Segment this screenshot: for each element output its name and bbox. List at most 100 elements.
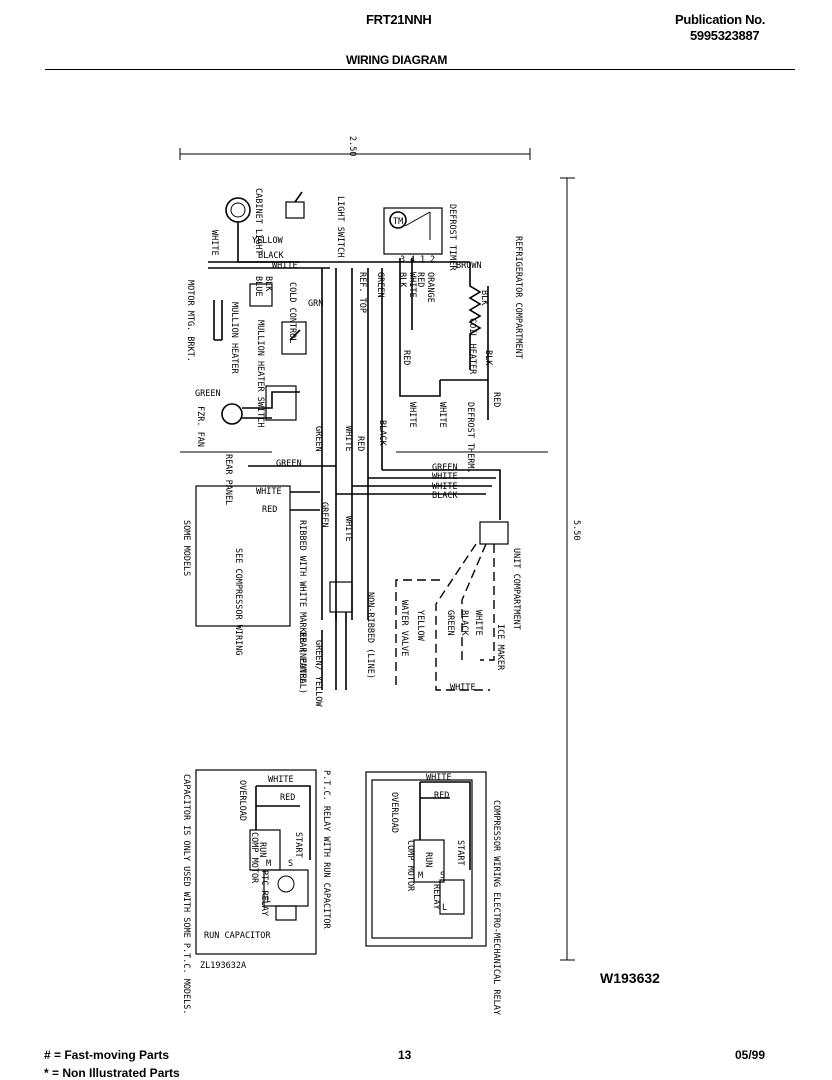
- emr-relay-box: COMPRESSOR WIRING ELECTRO-MECHANICAL REL…: [365, 771, 501, 1015]
- svg-text:S: S: [440, 871, 445, 881]
- svg-text:GREEN: GREEN: [432, 463, 458, 473]
- svg-text:3: 3: [400, 255, 405, 265]
- svg-text:WATER VALVE: WATER VALVE: [399, 600, 409, 656]
- svg-text:P.T.C. RELAY WITH RUN CAPACITO: P.T.C. RELAY WITH RUN CAPACITOR: [321, 770, 331, 930]
- svg-text:RUN: RUN: [423, 852, 433, 867]
- refrigerator-compartment-label: REFRIGERATOR COMPARTMENT: [513, 236, 523, 359]
- svg-text:M: M: [418, 871, 423, 881]
- svg-text:WHITE: WHITE: [432, 482, 458, 492]
- legend-non-illustrated: * = Non Illustrated Parts: [44, 1066, 180, 1080]
- ice-maker-circuit: [395, 543, 495, 691]
- svg-text:LIGHT SWITCH: LIGHT SWITCH: [335, 196, 345, 257]
- power-connector: [329, 581, 353, 613]
- wire-label-brown: BROWN: [456, 261, 482, 271]
- svg-text:PTC RELAY: PTC RELAY: [259, 870, 269, 916]
- svg-text:RUN: RUN: [257, 842, 267, 857]
- svg-text:CABINET LIGHT: CABINET LIGHT: [253, 188, 263, 255]
- publication-number: 5995323887: [690, 28, 760, 43]
- svg-text:L: L: [266, 895, 271, 905]
- svg-text:GREEN: GREEN: [375, 272, 385, 298]
- svg-text:FZR. FAN: FZR. FAN: [195, 406, 205, 447]
- svg-text:WHITE: WHITE: [437, 402, 447, 428]
- svg-text:BLACK: BLACK: [432, 491, 458, 501]
- svg-text:RED: RED: [401, 350, 411, 365]
- svg-text:WHITE: WHITE: [473, 610, 483, 636]
- svg-text:BLUE: BLUE: [253, 276, 263, 296]
- svg-text:RED: RED: [262, 505, 277, 515]
- header-rule: [45, 69, 795, 70]
- defrost-thermostat: DEFROST THERM. WHITE WHITE: [399, 370, 488, 474]
- svg-text:OVERLOAD: OVERLOAD: [389, 792, 399, 833]
- svg-text:COLD CONTROL: COLD CONTROL: [287, 282, 297, 343]
- svg-text:DEFROST THERM.: DEFROST THERM.: [465, 402, 475, 474]
- svg-text:WHITE: WHITE: [407, 272, 417, 298]
- svg-text:OVERLOAD: OVERLOAD: [237, 780, 247, 821]
- rear-panel-ground: REAR PANEL GREEN: [223, 454, 336, 505]
- svg-text:BLACK: BLACK: [377, 420, 387, 446]
- svg-text:RUN CAPACITOR: RUN CAPACITOR: [204, 931, 271, 941]
- ptc-relay-box: P.T.C. RELAY WITH RUN CAPACITOR WHITE RE…: [181, 769, 331, 1015]
- unit-wires: [336, 469, 501, 520]
- svg-text:WHITE: WHITE: [343, 516, 353, 542]
- svg-text:2.50: 2.50: [347, 136, 357, 156]
- light-switch: LIGHT SWITCH YELLOW: [252, 191, 345, 257]
- svg-text:RELAY: RELAY: [431, 884, 441, 910]
- svg-text:SEE COMPRESSOR WIRING: SEE COMPRESSOR WIRING: [233, 548, 243, 655]
- mullion-heater: MULLION HEATER MOTOR MTG. BRKT.: [185, 280, 239, 375]
- model-number: FRT21NNH: [366, 12, 432, 27]
- unit-compartment-label: UNIT COMPARTMENT: [511, 548, 521, 630]
- svg-text:MULLION HEATER SWITCH: MULLION HEATER SWITCH: [255, 320, 265, 427]
- svg-text:GREEN: GREEN: [276, 459, 302, 469]
- svg-text:ZL193632A: ZL193632A: [200, 961, 246, 971]
- compressor-wiring-box: WHITE RED SEE COMPRESSOR WIRING SOME MOD…: [181, 485, 320, 655]
- cabinet-light: CABINET LIGHT WHITE: [209, 188, 300, 263]
- svg-text:MULLION HEATER: MULLION HEATER: [229, 302, 239, 375]
- unit-connector: [479, 521, 509, 545]
- svg-text:WHITE: WHITE: [432, 472, 458, 482]
- legend-fast-moving: # = Fast-moving Parts: [44, 1048, 170, 1062]
- svg-text:2: 2: [430, 255, 435, 265]
- svg-text:5.50: 5.50: [571, 520, 581, 540]
- svg-text:WHITE: WHITE: [407, 402, 417, 428]
- ribbed-label: RIBBED WITH WHITE MARKER (NEUTRAL): [297, 520, 307, 694]
- svg-text:BLK: BLK: [263, 276, 273, 292]
- svg-text:YELLOW: YELLOW: [252, 236, 284, 246]
- wire-label-black: BLACK: [258, 251, 284, 261]
- svg-text:WHITE: WHITE: [256, 487, 282, 497]
- svg-text:COMPRESSOR WIRING ELECTRO-MECH: COMPRESSOR WIRING ELECTRO-MECHANICAL REL…: [491, 800, 501, 1015]
- svg-text:MOTOR MTG. BRKT.: MOTOR MTG. BRKT.: [185, 280, 195, 362]
- svg-text:SOME MODELS: SOME MODELS: [181, 520, 191, 576]
- svg-text:ICE MAKER: ICE MAKER: [495, 624, 505, 671]
- svg-text:COMP MOTOR: COMP MOTOR: [405, 840, 415, 892]
- publication-label: Publication No.: [675, 12, 766, 27]
- svg-text:L: L: [442, 903, 447, 913]
- svg-text:GREEN: GREEN: [313, 426, 323, 452]
- svg-text:BLK: BLK: [397, 272, 407, 288]
- svg-text:TM: TM: [393, 217, 403, 227]
- svg-text:WHITE: WHITE: [450, 683, 476, 693]
- svg-text:S: S: [288, 859, 293, 869]
- power-cord: [321, 612, 347, 690]
- svg-text:YELLOW: YELLOW: [415, 610, 425, 642]
- coil-heater: COIL HEATER BLK BLK RED: [467, 262, 501, 420]
- svg-text:REAR PANEL: REAR PANEL: [297, 632, 307, 683]
- svg-text:START: START: [293, 832, 303, 858]
- svg-text:ORANGE: ORANGE: [425, 272, 435, 303]
- svg-text:M: M: [266, 859, 271, 869]
- svg-text:RED: RED: [434, 791, 449, 801]
- svg-text:GRN: GRN: [308, 299, 323, 309]
- wire-label-white: WHITE: [272, 261, 298, 271]
- svg-text:GREEN: GREEN: [195, 389, 221, 399]
- mullion-heater-switch: BLUE BLK MULLION HEATER SWITCH: [249, 276, 273, 427]
- svg-text:DEFROST TIMER: DEFROST TIMER: [447, 204, 457, 271]
- svg-text:1: 1: [420, 255, 425, 265]
- non-ribbed-label: NON-RIBBED (LINE): [365, 592, 375, 679]
- svg-text:RED: RED: [415, 272, 425, 287]
- svg-text:GREEN: GREEN: [445, 610, 455, 636]
- svg-text:GREEN/ YELLOW: GREEN/ YELLOW: [313, 640, 323, 707]
- svg-text:CAPACITOR IS ONLY USED WITH SO: CAPACITOR IS ONLY USED WITH SOME P.T.C. …: [181, 774, 191, 1015]
- svg-text:BLK: BLK: [483, 350, 493, 366]
- svg-text:COMP MOTOR: COMP MOTOR: [249, 832, 259, 884]
- freezer-fan: FZR. FAN GREEN: [195, 385, 300, 447]
